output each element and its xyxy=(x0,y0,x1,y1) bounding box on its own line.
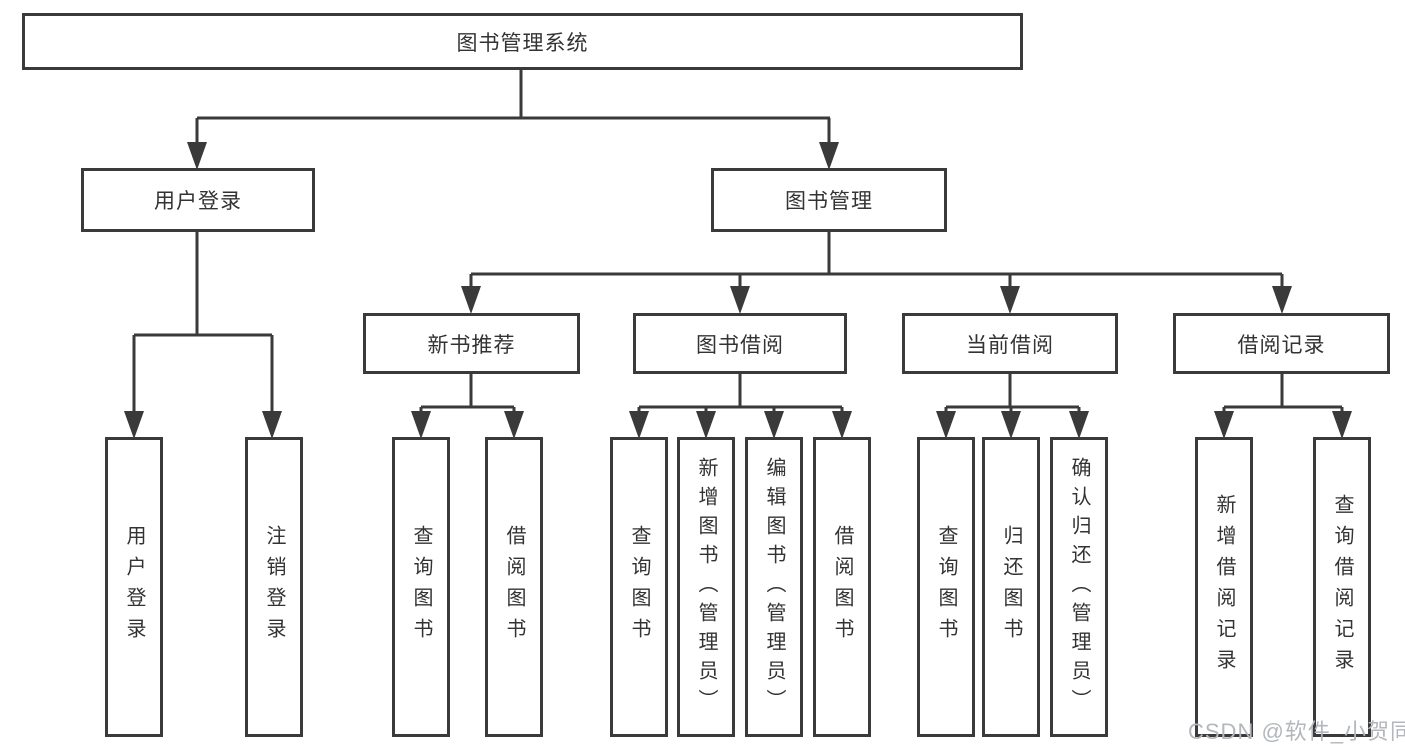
node-new-book-recommend-label: 新书推荐 xyxy=(427,333,516,357)
leaf-br-query-record: 查询借阅记录 xyxy=(1313,437,1371,737)
node-book-management-label: 图书管理 xyxy=(785,190,873,213)
leaf-nb-query-book: 查询图书 xyxy=(392,437,450,737)
leaf-bb-add-book-admin-label: 新增图书（管理员） xyxy=(695,456,717,718)
node-user-login: 用户登录 xyxy=(81,168,315,232)
leaf-user-login: 用户登录 xyxy=(105,437,163,737)
leaf-cb-query-book-label: 查询图书 xyxy=(935,525,957,649)
leaf-nb-borrow-book: 借阅图书 xyxy=(485,437,543,737)
node-root: 图书管理系统 xyxy=(22,13,1023,70)
node-book-management: 图书管理 xyxy=(711,168,947,232)
leaf-cb-query-book: 查询图书 xyxy=(917,437,975,737)
leaf-bb-query-book-label: 查询图书 xyxy=(628,525,650,649)
node-borrow-records-label: 借阅记录 xyxy=(1237,333,1326,357)
node-current-borrow: 当前借阅 xyxy=(902,313,1118,374)
leaf-cb-confirm-return-admin: 确认归还（管理员） xyxy=(1050,437,1108,737)
node-book-borrow: 图书借阅 xyxy=(633,313,847,374)
node-book-borrow-label: 图书借阅 xyxy=(696,333,784,357)
leaf-logout: 注销登录 xyxy=(245,437,303,737)
node-user-login-label: 用户登录 xyxy=(154,190,242,213)
leaf-logout-label: 注销登录 xyxy=(263,525,285,649)
node-root-label: 图书管理系统 xyxy=(456,31,589,55)
node-new-book-recommend: 新书推荐 xyxy=(363,313,580,374)
leaf-nb-query-book-label: 查询图书 xyxy=(410,525,432,649)
leaf-cb-return-book: 归还图书 xyxy=(982,437,1040,737)
leaf-br-add-record-label: 新增借阅记录 xyxy=(1213,494,1235,680)
leaf-br-query-record-label: 查询借阅记录 xyxy=(1331,494,1353,680)
leaf-bb-borrow-book-label: 借阅图书 xyxy=(831,525,853,649)
leaf-user-login-label: 用户登录 xyxy=(123,525,145,649)
leaf-nb-borrow-book-label: 借阅图书 xyxy=(503,525,525,649)
leaf-bb-borrow-book: 借阅图书 xyxy=(813,437,871,737)
leaf-cb-return-book-label: 归还图书 xyxy=(1000,525,1022,649)
node-current-borrow-label: 当前借阅 xyxy=(966,333,1054,357)
leaf-bb-edit-book-admin: 编辑图书（管理员） xyxy=(745,437,803,737)
leaf-bb-add-book-admin: 新增图书（管理员） xyxy=(677,437,735,737)
leaf-cb-confirm-return-admin-label: 确认归还（管理员） xyxy=(1068,456,1090,718)
node-borrow-records: 借阅记录 xyxy=(1173,313,1390,374)
leaf-br-add-record: 新增借阅记录 xyxy=(1195,437,1253,737)
arrowhead-icons xyxy=(124,142,1352,439)
leaf-bb-query-book: 查询图书 xyxy=(610,437,668,737)
csdn-watermark: CSDN @软件_小贺同学 xyxy=(1188,719,1405,744)
leaf-bb-edit-book-admin-label: 编辑图书（管理员） xyxy=(763,456,785,718)
